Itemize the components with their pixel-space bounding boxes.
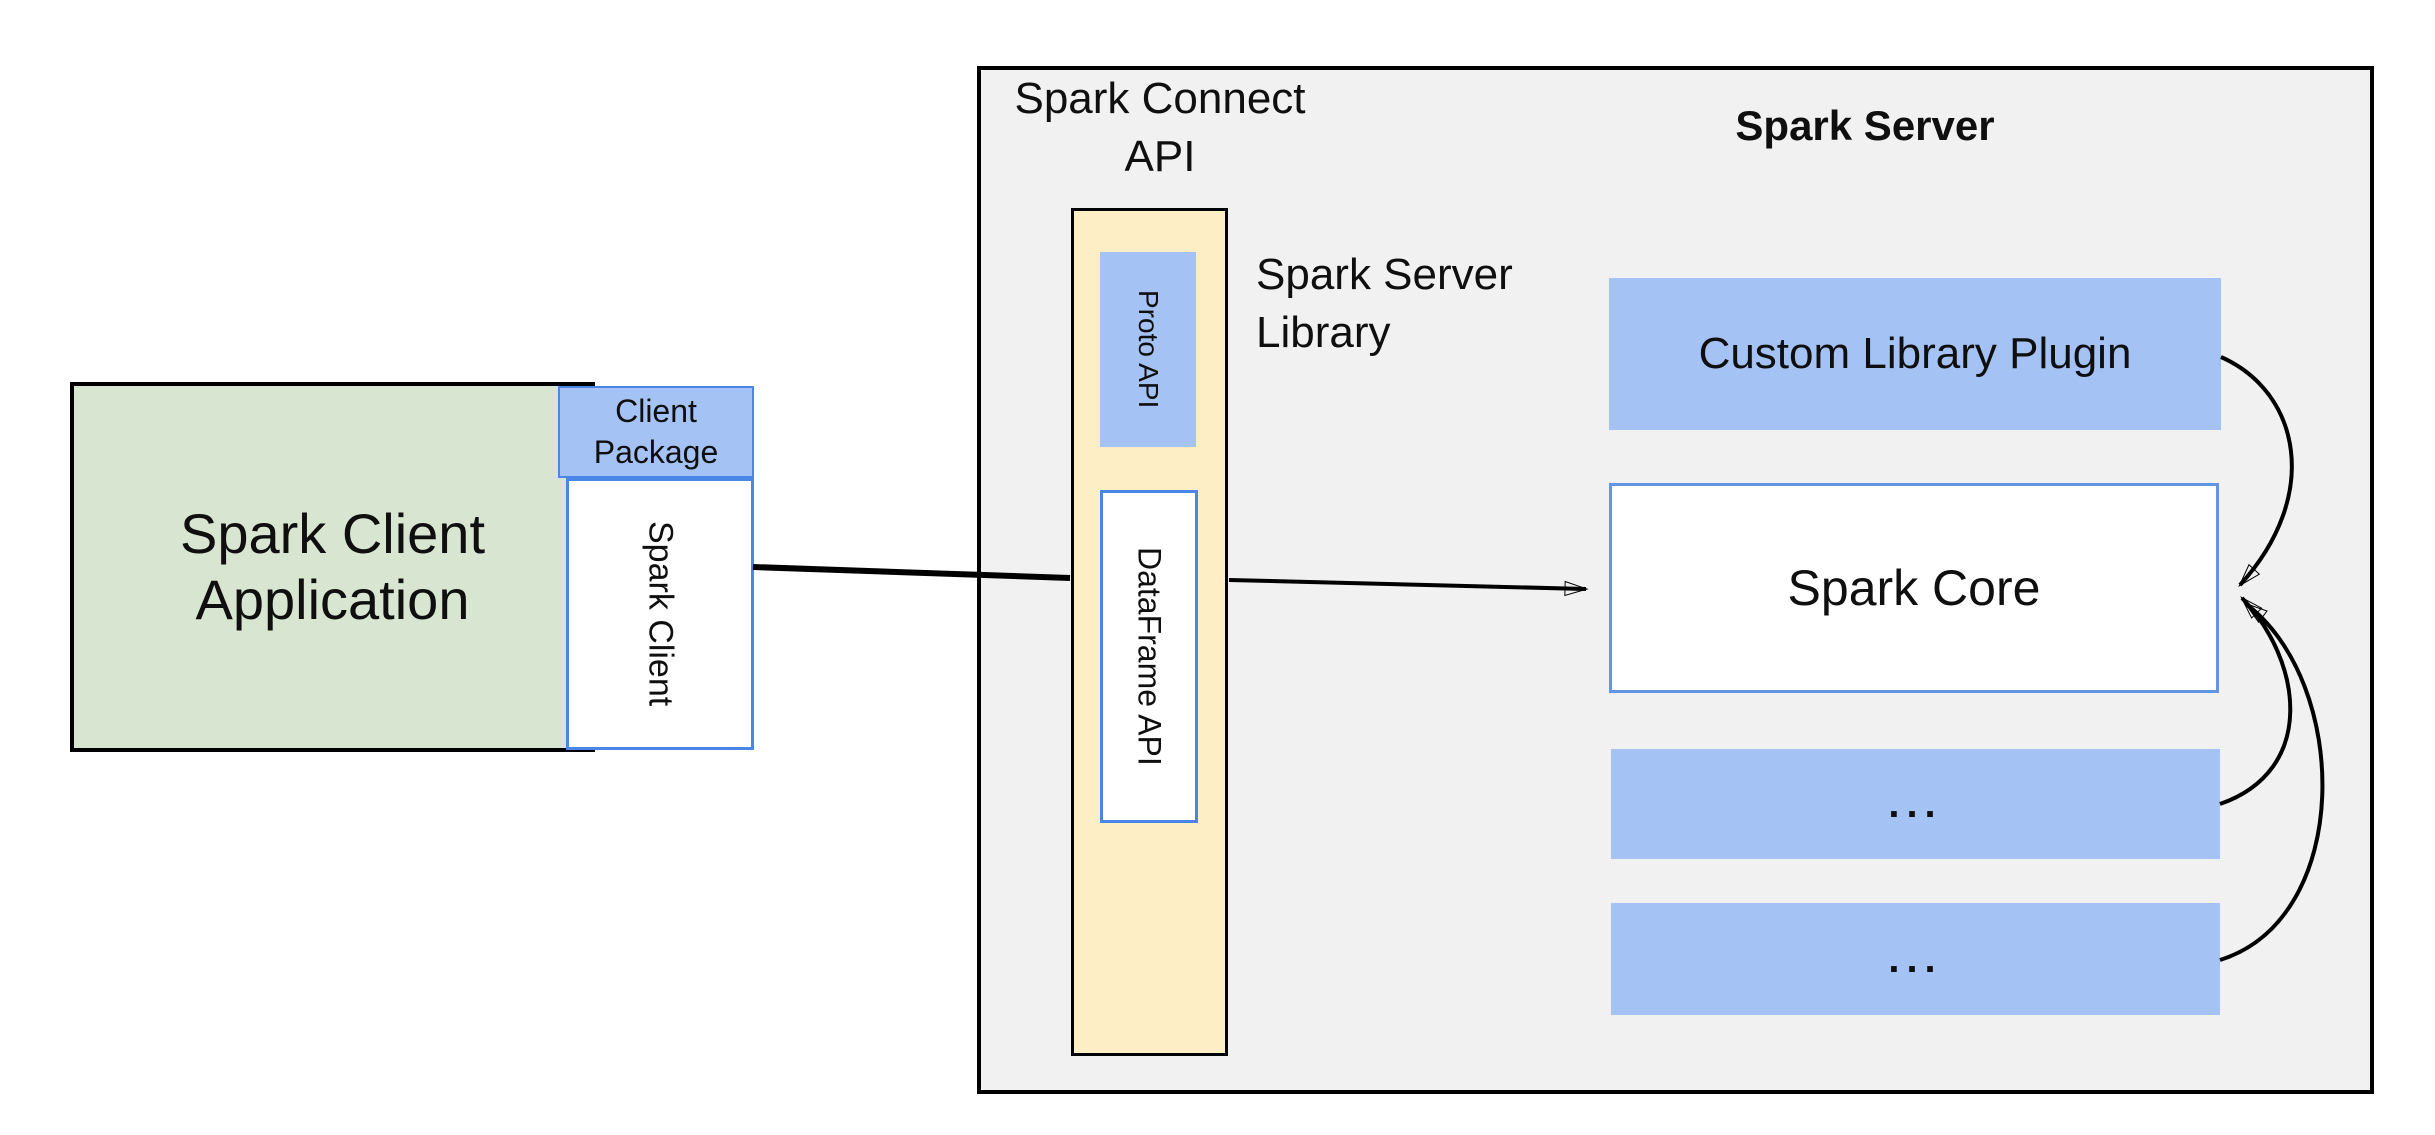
ellipsis-label-2: ... xyxy=(1888,937,1943,981)
spark-server-title: Spark Server xyxy=(1735,102,1995,149)
spark-core-box: Spark Core xyxy=(1609,483,2219,693)
spark-core-label: Spark Core xyxy=(1787,560,2041,616)
dataframe-api-box: DataFrame API xyxy=(1100,490,1198,823)
ellipsis-box-1: ... xyxy=(1611,749,2220,859)
spark-client-application-box: Spark Client Application xyxy=(70,382,595,752)
spark-client-box: Spark Client xyxy=(566,478,754,750)
custom-library-plugin-box: Custom Library Plugin xyxy=(1609,278,2221,430)
custom-library-plugin-label: Custom Library Plugin xyxy=(1698,329,2132,378)
client-package-label: Client Package xyxy=(593,393,719,470)
proto-api-box: Proto API xyxy=(1100,252,1196,447)
ellipsis-box-2: ... xyxy=(1611,903,2220,1015)
dataframe-api-label: DataFrame API xyxy=(1131,547,1168,766)
proto-api-label: Proto API xyxy=(1133,290,1164,409)
spark-connect-api-title: Spark Connect API xyxy=(1014,74,1306,181)
ellipsis-label-1: ... xyxy=(1888,782,1943,826)
spark-client-application-label: Spark Client Application xyxy=(179,502,486,631)
client-package-box: Client Package xyxy=(558,386,754,478)
spark-client-label: Spark Client xyxy=(641,521,680,707)
spark-server-library-label: Spark Server Library xyxy=(1256,250,1513,357)
